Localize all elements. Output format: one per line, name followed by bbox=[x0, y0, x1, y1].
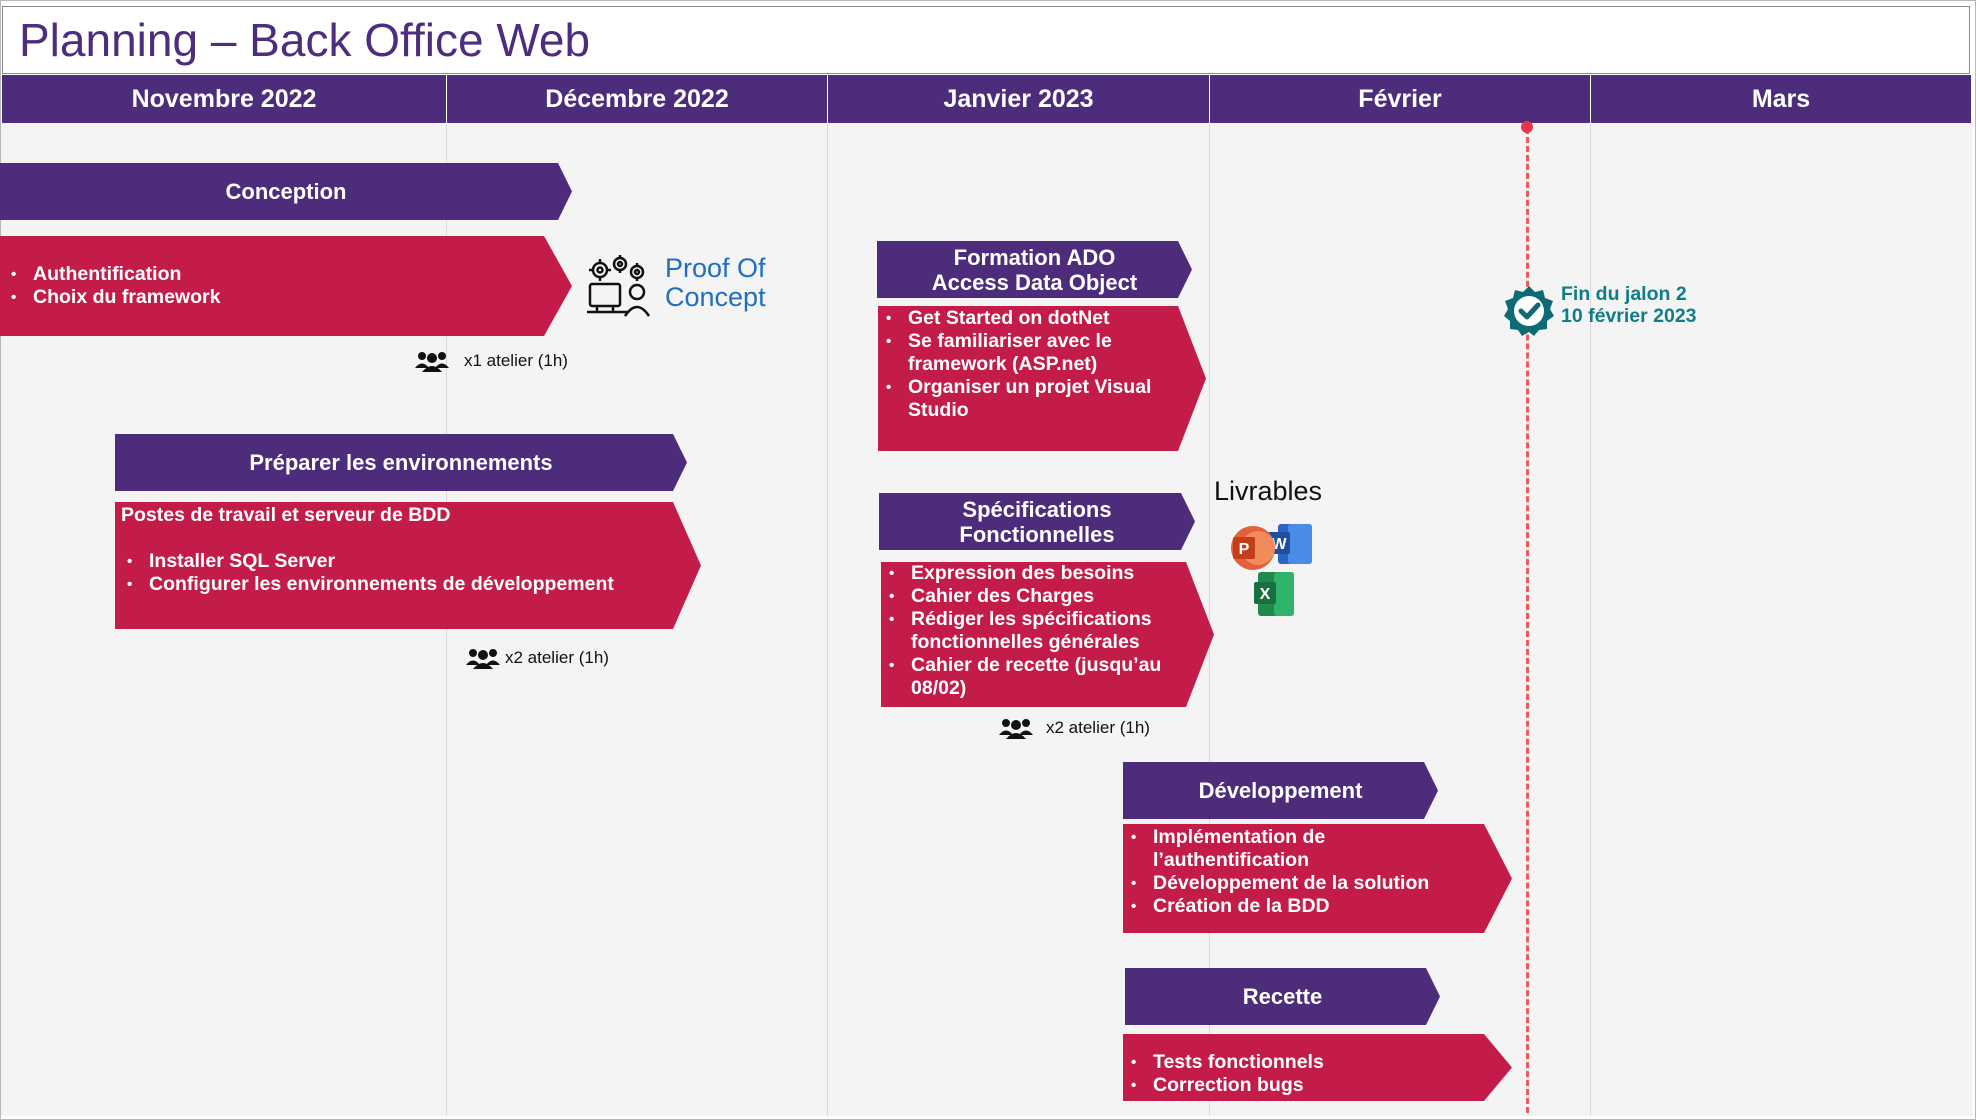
meta-text: x1 atelier (1h) bbox=[464, 351, 568, 370]
task-developpement-label: Développement bbox=[1198, 778, 1363, 803]
proof-of-concept-text: Proof Of Concept bbox=[665, 254, 766, 312]
list-item: Configurer les environnements de dévelop… bbox=[121, 573, 701, 596]
list-item: Authentification bbox=[5, 263, 572, 286]
task-recette-label: Recette bbox=[1242, 984, 1323, 1009]
task-recette-details: Tests fonctionnels Correction bugs bbox=[1123, 1034, 1512, 1101]
powerpoint-icon: P bbox=[1231, 526, 1275, 570]
excel-icon-letter: X bbox=[1260, 586, 1271, 603]
task-conception-label: Conception bbox=[225, 179, 347, 204]
task-specifications-meta: x2 atelier (1h) bbox=[998, 717, 1150, 739]
task-formation-label-line1: Formation ADO bbox=[953, 244, 1116, 270]
task-conception-meta: x1 atelier (1h) bbox=[414, 350, 568, 372]
task-recette-header: Recette bbox=[1125, 968, 1440, 1025]
list-item: Cahier de recette (jusqu’au 08/02) bbox=[883, 654, 1180, 700]
word-icon-letter: W bbox=[1271, 536, 1287, 553]
word-icon: W bbox=[1268, 524, 1312, 564]
month-divider bbox=[827, 123, 828, 1116]
meta-text: x2 atelier (1h) bbox=[505, 648, 609, 667]
task-environnements-details: Postes de travail et serveur de BDD Inst… bbox=[115, 502, 701, 629]
task-specifications-label-line2: Fonctionnelles bbox=[959, 521, 1115, 547]
milestone-line2: 10 février 2023 bbox=[1561, 305, 1697, 327]
list-item: Rédiger les spécifications fonctionnelle… bbox=[883, 608, 1180, 654]
list-item: Création de la BDD bbox=[1125, 895, 1472, 918]
milestone-dot bbox=[1521, 121, 1533, 133]
check-badge-icon bbox=[1504, 286, 1554, 336]
task-environnements-meta: x2 atelier (1h) bbox=[465, 647, 609, 669]
month-divider bbox=[1590, 123, 1591, 1116]
milestone-line1: Fin du jalon 2 bbox=[1561, 283, 1687, 305]
task-specifications-details: Expression des besoins Cahier des Charge… bbox=[881, 562, 1214, 707]
proof-of-concept-icon bbox=[587, 255, 651, 317]
meta-text: x2 atelier (1h) bbox=[1046, 718, 1150, 737]
month-header-mars: Mars bbox=[1591, 75, 1971, 123]
people-icon bbox=[466, 649, 500, 669]
poc-line1: Proof Of bbox=[665, 253, 766, 283]
task-environnements-label: Préparer les environnements bbox=[249, 450, 553, 475]
list-item: Tests fonctionnels bbox=[1125, 1051, 1512, 1074]
list-item: Choix du framework bbox=[5, 286, 572, 309]
task-conception-header: Conception bbox=[0, 163, 572, 220]
task-formation-label-line2: Access Data Object bbox=[931, 269, 1138, 295]
task-specifications-header: Spécifications Fonctionnelles bbox=[879, 493, 1195, 550]
list-item: Se familiariser avec le framework (ASP.n… bbox=[880, 330, 1166, 376]
task-environnements-header: Préparer les environnements bbox=[115, 434, 687, 491]
milestone-line bbox=[1526, 128, 1529, 1113]
month-header-decembre: Décembre 2022 bbox=[447, 75, 827, 123]
poc-line2: Concept bbox=[665, 282, 766, 312]
people-icon bbox=[415, 352, 449, 372]
list-item: Get Started on dotNet bbox=[880, 307, 1166, 330]
list-item: Cahier des Charges bbox=[883, 585, 1180, 608]
task-developpement-details: Implémentation de l’authentification Dév… bbox=[1123, 824, 1512, 933]
powerpoint-icon-letter: P bbox=[1239, 541, 1250, 558]
page-title: Planning – Back Office Web bbox=[19, 14, 591, 66]
task-environnements-intro: Postes de travail et serveur de BDD bbox=[121, 504, 451, 526]
month-header-novembre: Novembre 2022 bbox=[2, 75, 446, 123]
milestone-text: Fin du jalon 2 10 février 2023 bbox=[1561, 283, 1697, 327]
task-formation-details: Get Started on dotNet Se familiariser av… bbox=[878, 306, 1206, 451]
people-icon bbox=[999, 719, 1033, 739]
month-header-fevrier: Février bbox=[1210, 75, 1590, 123]
list-item: Développement de la solution bbox=[1125, 872, 1472, 895]
title-bar: Planning – Back Office Web bbox=[2, 6, 1970, 74]
month-divider bbox=[1209, 123, 1210, 1116]
task-conception-details: Authentification Choix du framework bbox=[0, 236, 572, 336]
list-item: Implémentation de l’authentification bbox=[1125, 826, 1472, 872]
list-item: Installer SQL Server bbox=[121, 550, 701, 573]
office-icons: W P X bbox=[1231, 524, 1312, 616]
task-developpement-header: Développement bbox=[1123, 762, 1438, 819]
task-formation-header: Formation ADO Access Data Object bbox=[877, 241, 1192, 298]
month-header-janvier: Janvier 2023 bbox=[828, 75, 1209, 123]
list-item: Expression des besoins bbox=[883, 562, 1180, 585]
task-specifications-label-line1: Spécifications bbox=[962, 496, 1112, 522]
list-item: Organiser un projet Visual Studio bbox=[880, 376, 1166, 422]
livrables-label: Livrables bbox=[1214, 476, 1323, 506]
excel-icon: X bbox=[1254, 572, 1294, 616]
list-item: Correction bugs bbox=[1125, 1074, 1512, 1097]
